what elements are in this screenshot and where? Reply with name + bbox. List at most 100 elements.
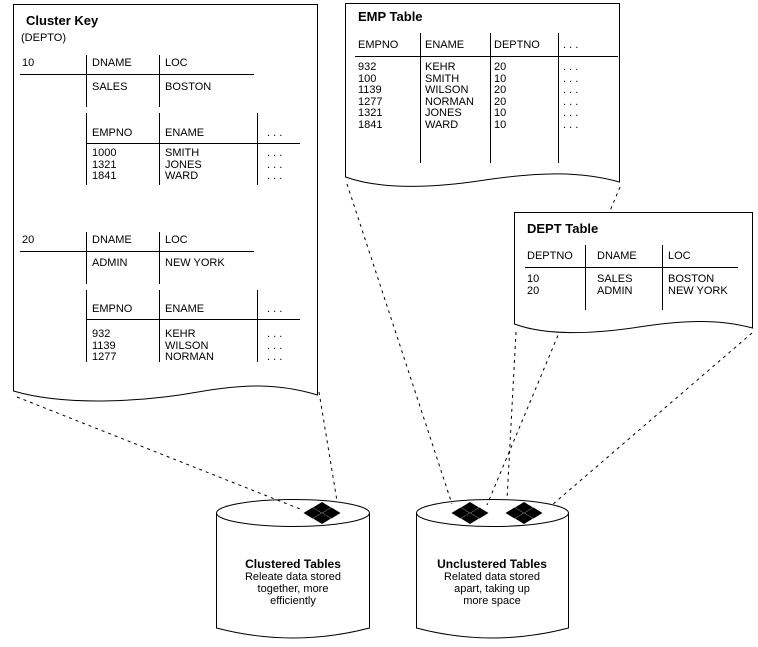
cluster-diamonds-icon: [451, 502, 489, 524]
column-header: DEPTNO: [527, 250, 573, 262]
column-header: . . .: [267, 303, 283, 315]
cell: NEW YORK: [668, 285, 728, 297]
mapping-dashed-line: [551, 332, 753, 506]
cell: . . .: [267, 328, 283, 340]
cell: 932: [358, 61, 377, 73]
cell: JONES: [165, 159, 202, 171]
column-header: . . .: [267, 127, 283, 139]
clustered-tables-label: Clustered Tables Releate data stored tog…: [217, 557, 369, 608]
table-row: 1841 WARD . . .: [92, 171, 282, 182]
cell: 1277: [92, 351, 117, 363]
column-header: LOC: [165, 57, 188, 69]
cell: SMITH: [165, 147, 200, 159]
torn-box-outline: [514, 212, 753, 334]
column-divider: [159, 113, 160, 185]
cell: . . .: [563, 96, 579, 108]
cell: BOSTON: [165, 81, 212, 93]
cell: NORMAN: [425, 96, 474, 108]
column-divider: [86, 290, 87, 362]
column-divider: [558, 33, 559, 163]
column-header: DNAME: [92, 57, 132, 69]
mapping-dashed-line: [346, 183, 453, 505]
header-rule: [525, 267, 738, 268]
cylinder-title: Clustered Tables: [245, 557, 341, 571]
cell: . . .: [267, 351, 283, 363]
cell: 1277: [358, 96, 383, 108]
column-header: . . .: [563, 39, 579, 51]
cell: WARD: [425, 119, 459, 131]
cell: WARD: [165, 170, 199, 182]
header-rule: [86, 143, 300, 144]
column-header: DEPTNO: [494, 39, 540, 51]
cell: ADMIN: [597, 285, 633, 297]
cell: KEHR: [425, 61, 456, 73]
mapping-dashed-line: [506, 331, 517, 501]
header-rule: [86, 319, 300, 320]
cluster-diamonds-icon: [303, 502, 341, 524]
cell: 100: [358, 73, 377, 85]
header-rule: [20, 251, 254, 252]
column-divider: [159, 55, 160, 107]
cylinder-desc-line: apart, taking up: [454, 583, 530, 595]
header-rule: [355, 56, 618, 57]
cell: . . .: [267, 159, 283, 171]
cell: 932: [92, 328, 111, 340]
column-divider: [159, 290, 160, 362]
cell: 1841: [358, 119, 383, 131]
cell: KEHR: [165, 328, 196, 340]
column-divider: [159, 232, 160, 284]
cell: 1139: [358, 84, 382, 96]
column-header: EMPNO: [92, 127, 133, 139]
mapping-dashed-line: [16, 396, 301, 510]
cell: ADMIN: [92, 257, 128, 269]
column-header: LOC: [165, 234, 188, 246]
cylinder-desc-line: efficiently: [270, 595, 316, 607]
column-header: LOC: [668, 250, 691, 262]
column-divider: [585, 245, 586, 310]
column-header: EMPNO: [358, 39, 399, 51]
dept-header-row: DNAME LOC: [92, 235, 188, 246]
cluster-diamonds-icon: [505, 502, 543, 524]
cell: 10: [527, 273, 540, 285]
table-row: 20 ADMIN NEW YORK: [527, 286, 728, 297]
cell: 20: [527, 285, 540, 297]
cell: . . .: [563, 61, 579, 73]
column-header: DNAME: [597, 250, 637, 262]
column-header: ENAME: [165, 127, 205, 139]
column-header: EMPNO: [92, 303, 133, 315]
cylinder-desc-line: together, more: [257, 583, 329, 595]
cell: JONES: [425, 107, 462, 119]
cell: 1000: [92, 147, 117, 159]
cell: . . .: [267, 170, 283, 182]
cell: 1841: [92, 170, 117, 182]
cell: SALES: [92, 81, 128, 93]
cell: SMITH: [425, 73, 460, 85]
column-divider: [420, 33, 421, 163]
torn-box-outline: [345, 3, 620, 187]
mapping-dashed-line: [318, 391, 338, 502]
dept-header-row: DNAME LOC: [92, 58, 188, 69]
cell: . . .: [563, 119, 579, 131]
column-divider: [86, 113, 87, 185]
cell: WILSON: [425, 84, 469, 96]
cell: 20: [494, 84, 507, 96]
cell: . . .: [267, 340, 283, 352]
column-header: DNAME: [92, 234, 132, 246]
cell: SALES: [597, 273, 633, 285]
column-divider: [490, 33, 491, 163]
cylinder-desc-line: more space: [463, 595, 521, 607]
cylinder-title: Unclustered Tables: [437, 557, 547, 571]
cell: 10: [494, 107, 507, 119]
cell: . . .: [267, 147, 283, 159]
